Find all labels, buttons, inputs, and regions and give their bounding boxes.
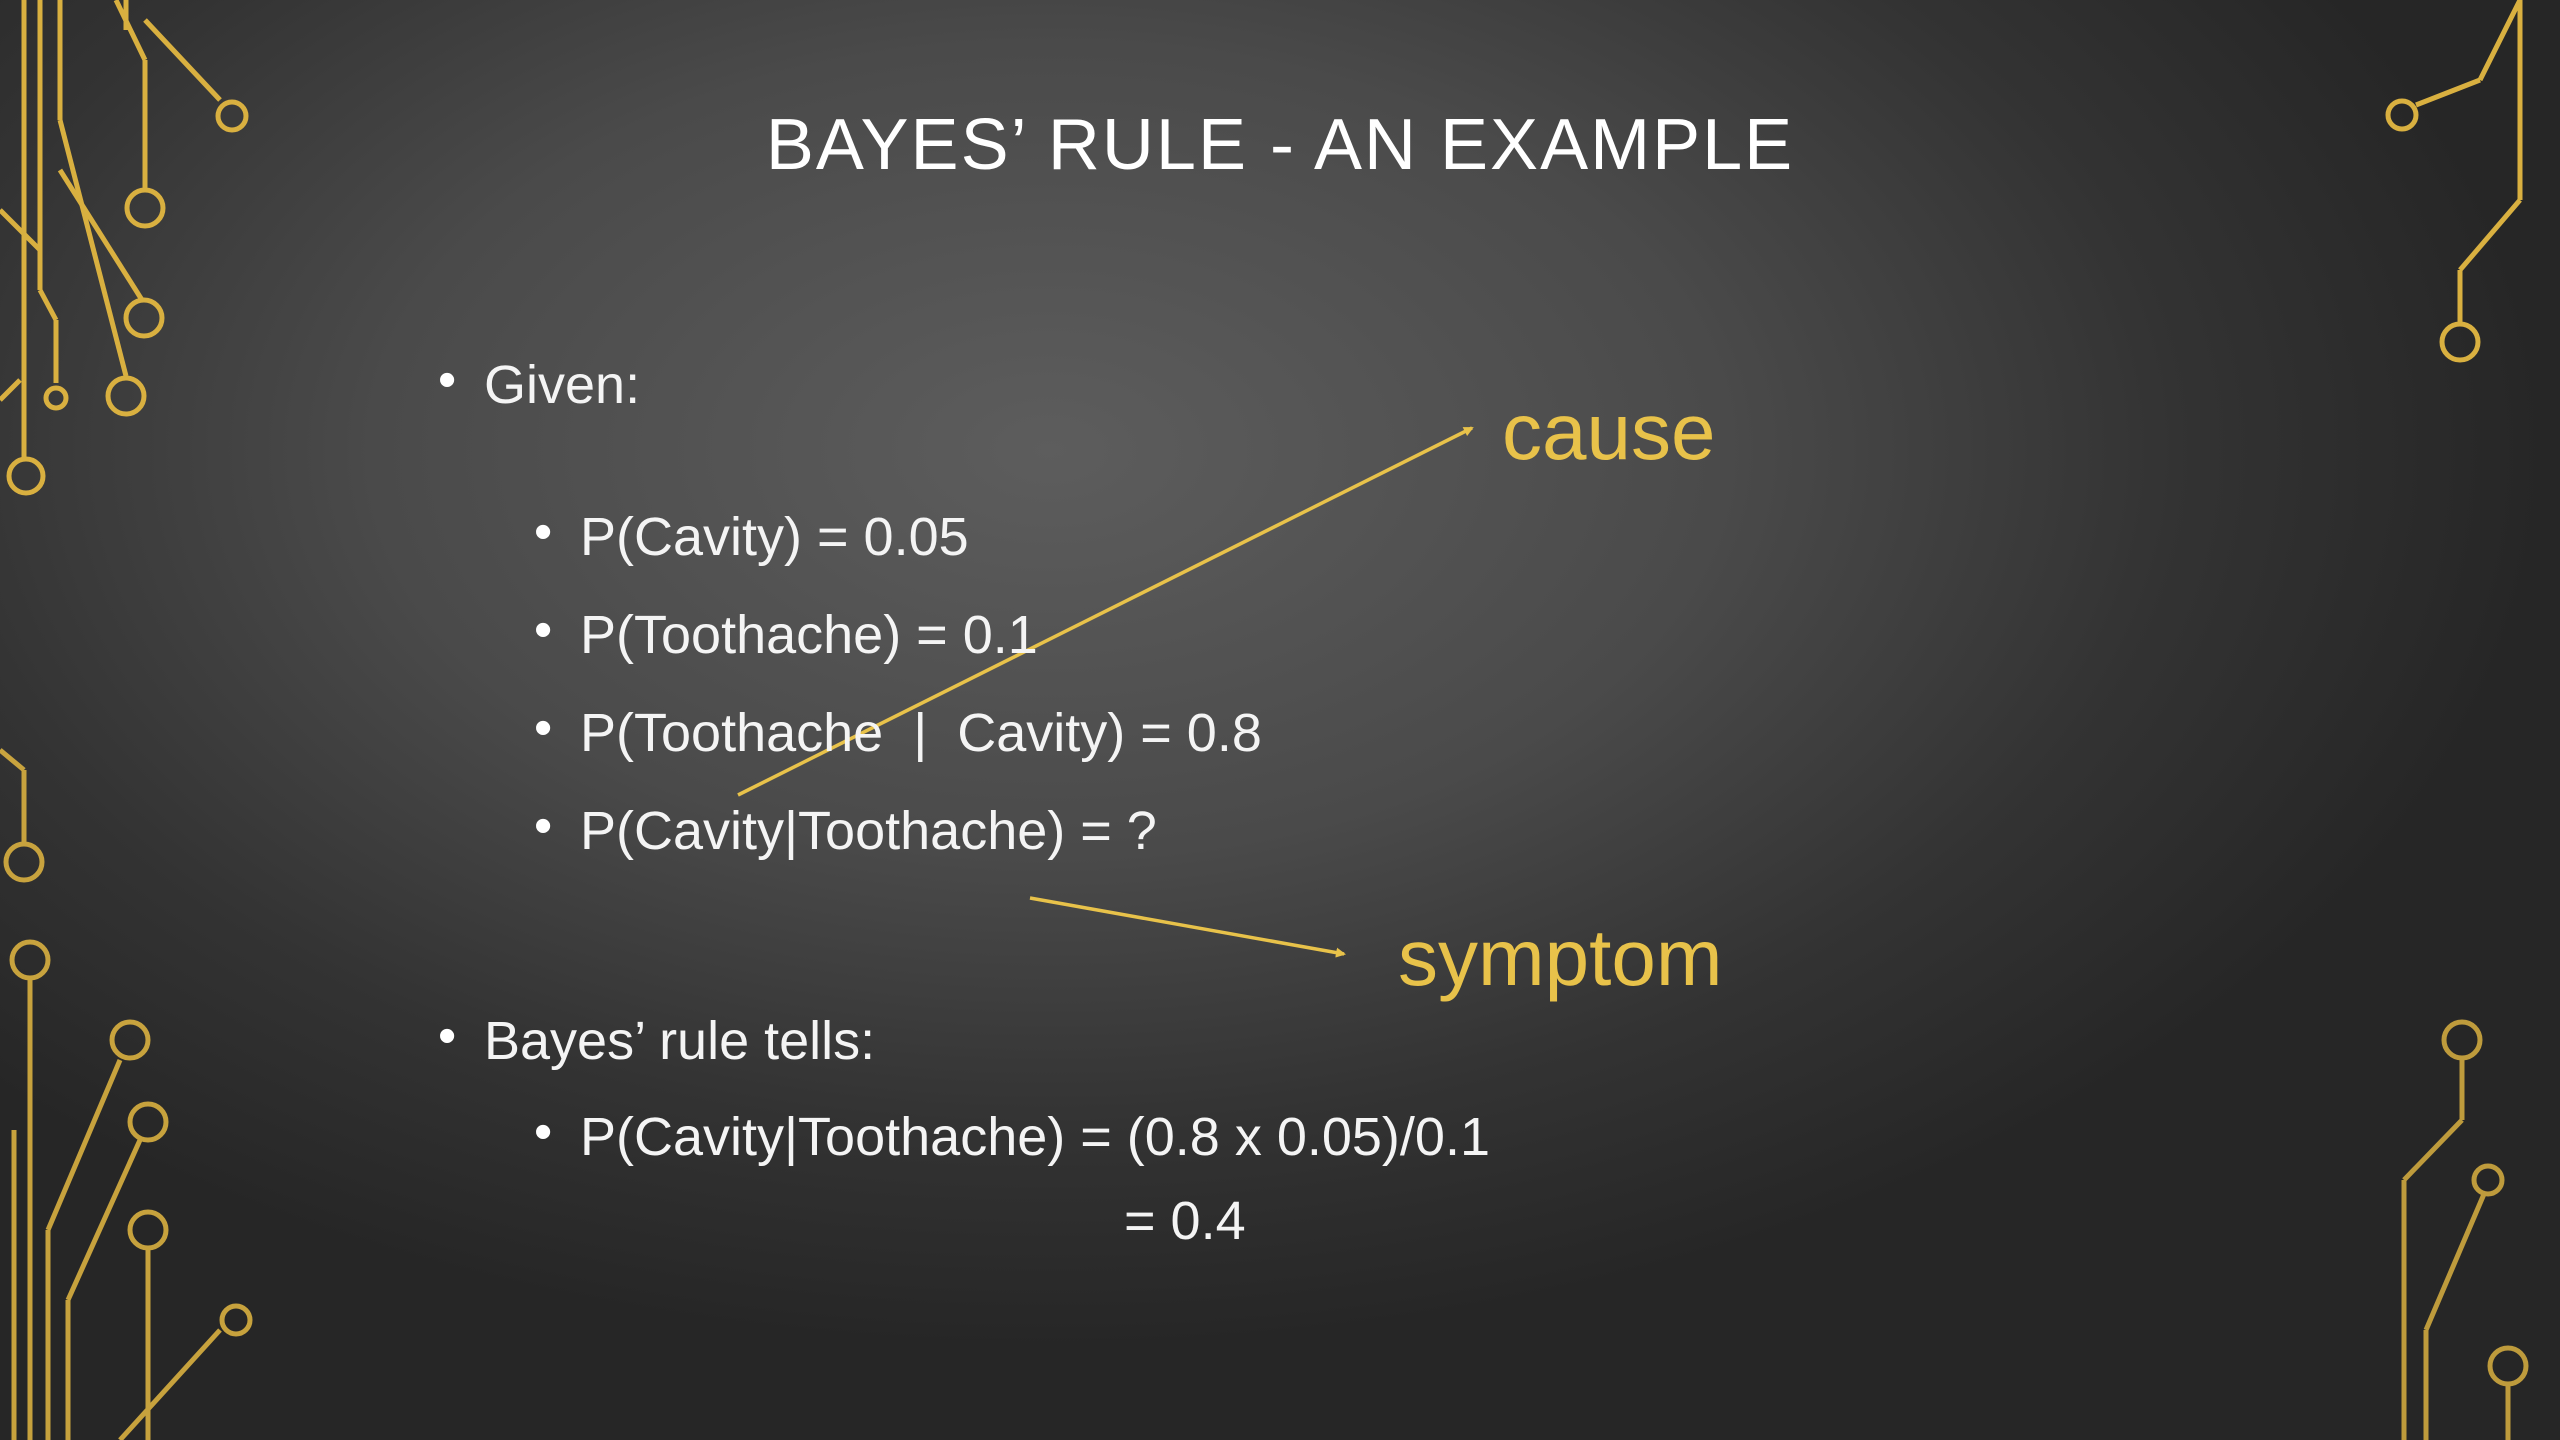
annotation-symptom: symptom bbox=[1398, 913, 1723, 1002]
circuit-decoration-top-right-icon bbox=[2385, 0, 2523, 363]
rule-line-1: P(Cavity|Toothache) = (0.8 x 0.05)/0.1 bbox=[534, 1102, 1490, 1168]
slide-title: BAYES’ RULE - AN EXAMPLE bbox=[765, 105, 1795, 185]
given-label: Given: bbox=[438, 350, 640, 416]
given-item-toothache: P(Toothache) = 0.1 bbox=[534, 600, 1038, 666]
given-item-cavity: P(Cavity) = 0.05 bbox=[534, 502, 969, 568]
given-item-conditional: P(Toothache | Cavity) = 0.8 bbox=[534, 698, 1262, 764]
rule-line-2: = 0.4 bbox=[1124, 1191, 1246, 1251]
circuit-decoration-bottom-right-icon bbox=[2401, 1019, 2529, 1440]
annotation-cause: cause bbox=[1502, 387, 1716, 476]
symptom-arrow bbox=[1029, 896, 1346, 958]
rule-label: Bayes’ rule tells: bbox=[438, 1006, 875, 1072]
given-item-question: P(Cavity|Toothache) = ? bbox=[534, 796, 1157, 862]
circuit-decoration-top-left-icon bbox=[0, 0, 249, 496]
circuit-decoration-bottom-left-icon bbox=[0, 748, 253, 1440]
